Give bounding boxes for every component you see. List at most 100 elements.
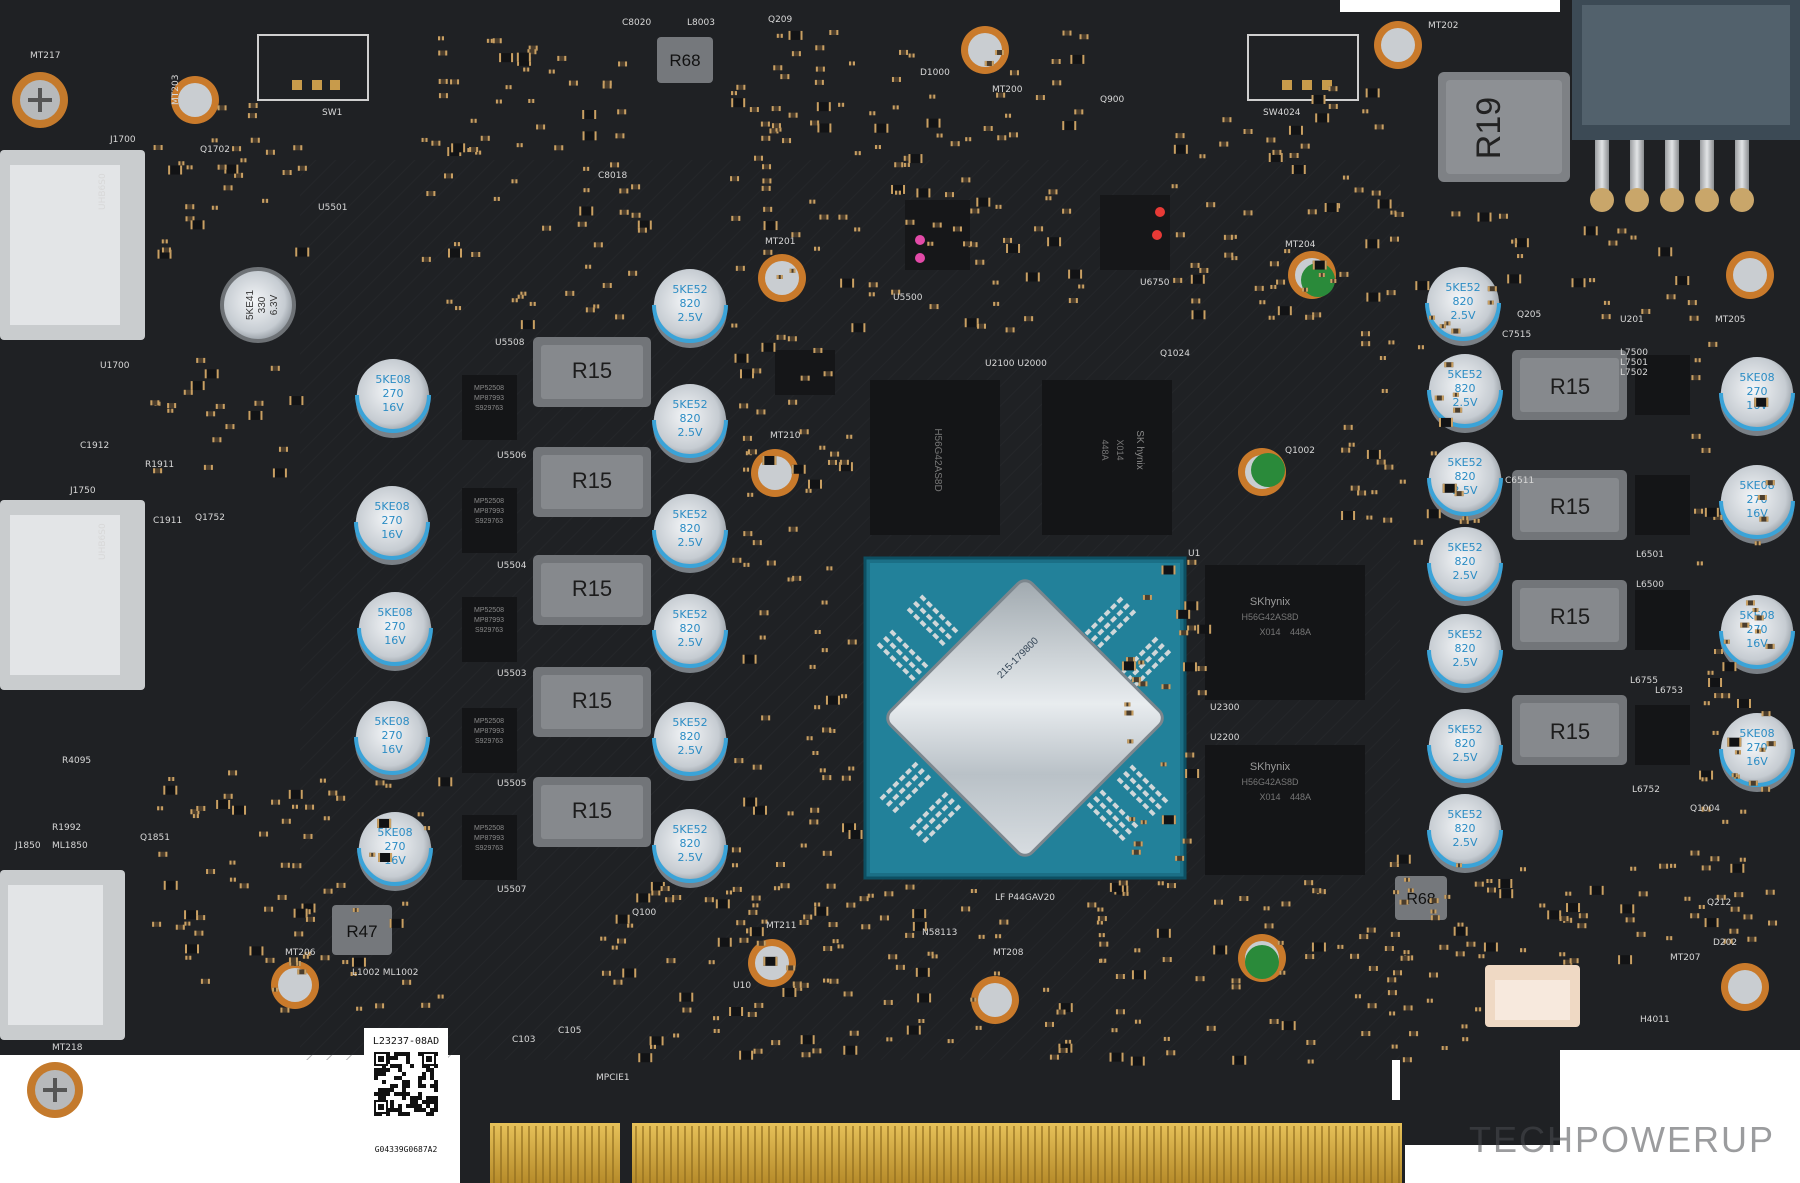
svg-text:ML1850: ML1850	[52, 841, 88, 851]
svg-text:R47: R47	[346, 922, 377, 941]
svg-text:820: 820	[680, 837, 701, 850]
svg-text:SKhynix: SKhynix	[1250, 596, 1291, 608]
svg-text:5KE52: 5KE52	[1447, 628, 1482, 641]
driver-chip	[1635, 475, 1690, 535]
svg-text:820: 820	[680, 412, 701, 425]
screw-bottom-left	[27, 1062, 83, 1118]
svg-text:H56G42AS8D: H56G42AS8D	[1241, 612, 1299, 622]
capacitor-grey: 5KE41 330 6.3V	[220, 267, 296, 343]
svg-text:J1700: J1700	[109, 135, 136, 145]
svg-text:270: 270	[1747, 385, 1768, 398]
svg-text:Q1004: Q1004	[1690, 804, 1720, 814]
svg-text:S929763: S929763	[475, 518, 503, 525]
svg-text:448A: 448A	[1100, 439, 1110, 460]
svg-text:J1850: J1850	[14, 841, 41, 851]
svg-text:MT211: MT211	[766, 921, 796, 931]
silkscreen-labels: MT217 MT203 MT202 MT205 MT201 MT200 MT20…	[14, 15, 1745, 1083]
svg-text:L8003: L8003	[687, 18, 715, 28]
bios-switch-left	[257, 34, 369, 101]
hdmi-connector	[0, 870, 125, 1040]
svg-text:2.5V: 2.5V	[1452, 569, 1477, 582]
svg-text:270: 270	[382, 514, 403, 527]
svg-text:16V: 16V	[1746, 755, 1768, 768]
svg-text:5KE52: 5KE52	[1447, 808, 1482, 821]
svg-text:Q1002: Q1002	[1285, 446, 1315, 456]
gpu-package: 215-179800 LF P44GAV20	[863, 556, 1187, 903]
watermark: TECHPOWERUP	[1469, 1119, 1775, 1160]
displayport-connector-2: UHB6S0	[0, 500, 145, 690]
svg-text:Q900: Q900	[1100, 95, 1125, 105]
controller-chip-2	[1100, 195, 1170, 270]
mounting-hole-center	[1728, 970, 1762, 1004]
svg-text:L6501: L6501	[1636, 550, 1664, 560]
qr-label: L23237-08AD G04339G0687A2	[364, 1028, 448, 1156]
svg-text:J1750: J1750	[69, 486, 96, 496]
svg-text:X014: X014	[1115, 439, 1125, 460]
driver-chip	[462, 375, 517, 440]
svg-text:5KE52: 5KE52	[672, 398, 707, 411]
gpu-smd-array	[876, 594, 1172, 844]
svg-text:U10: U10	[733, 981, 751, 991]
svg-text:C7515: C7515	[1502, 330, 1531, 340]
vrm-inductor-label: R15	[1550, 374, 1590, 399]
controller-chip-1	[905, 200, 970, 270]
svg-text:UHB6S0: UHB6S0	[98, 523, 108, 560]
svg-text:Q209: Q209	[768, 15, 793, 25]
svg-text:U5500: U5500	[893, 293, 923, 303]
svg-text:5KE41: 5KE41	[245, 290, 256, 320]
svg-text:U5504: U5504	[497, 561, 527, 571]
svg-text:2.5V: 2.5V	[677, 426, 702, 439]
svg-text:H4011: H4011	[1640, 1015, 1670, 1025]
mounting-hole-center	[978, 983, 1012, 1017]
svg-text:C1912: C1912	[80, 441, 109, 451]
svg-text:5KE08: 5KE08	[1739, 727, 1774, 740]
svg-text:5KE52: 5KE52	[672, 508, 707, 521]
svg-text:MPCIE1: MPCIE1	[596, 1073, 630, 1083]
svg-text:U1: U1	[1188, 549, 1200, 559]
inductor-r19: R19	[1438, 72, 1570, 182]
svg-text:820: 820	[680, 622, 701, 635]
svg-text:MT203: MT203	[171, 75, 181, 105]
svg-text:MP87993: MP87993	[474, 508, 504, 515]
svg-text:5KE52: 5KE52	[1447, 723, 1482, 736]
svg-text:S929763: S929763	[475, 845, 503, 852]
svg-text:R1911: R1911	[145, 460, 174, 470]
vrm-inductor-top	[1520, 703, 1619, 757]
svg-text:5KE08: 5KE08	[1739, 371, 1774, 384]
vrm-inductor-label: R15	[1550, 604, 1590, 629]
driver-chip-label: MP52508	[474, 718, 504, 725]
svg-text:R68: R68	[1406, 891, 1435, 908]
svg-text:U5507: U5507	[497, 885, 527, 895]
svg-text:MT201: MT201	[765, 237, 795, 247]
vrm-inductor-top	[541, 455, 643, 509]
svg-text:SW4024: SW4024	[1263, 108, 1301, 118]
svg-text:270: 270	[385, 840, 406, 853]
svg-text:X014: X014	[1259, 627, 1280, 637]
svg-text:Q1752: Q1752	[195, 513, 225, 523]
svg-text:MT206: MT206	[285, 948, 316, 958]
via-hole	[1245, 945, 1279, 979]
svg-text:5KE08: 5KE08	[374, 500, 409, 513]
svg-text:5KE08: 5KE08	[375, 373, 410, 386]
driver-chip	[462, 708, 517, 773]
memory-chip-4: SKhynix H56G42AS8D X014 448A	[1205, 745, 1365, 875]
svg-text:MT210: MT210	[770, 431, 801, 441]
driver-chip	[462, 815, 517, 880]
vrm-inductor-top	[1520, 358, 1619, 412]
svg-text:MT217: MT217	[30, 51, 60, 61]
power-connector-pins	[1590, 140, 1754, 212]
memory-chip-3: SKhynix H56G42AS8D X014 448A	[1205, 565, 1365, 700]
svg-text:MT208: MT208	[993, 948, 1024, 958]
svg-text:MP87993: MP87993	[474, 617, 504, 624]
vrm-inductor-top	[541, 675, 643, 729]
svg-text:L6755: L6755	[1630, 676, 1658, 686]
memory-chip-2: SK hynix X014 448A	[1042, 380, 1172, 535]
